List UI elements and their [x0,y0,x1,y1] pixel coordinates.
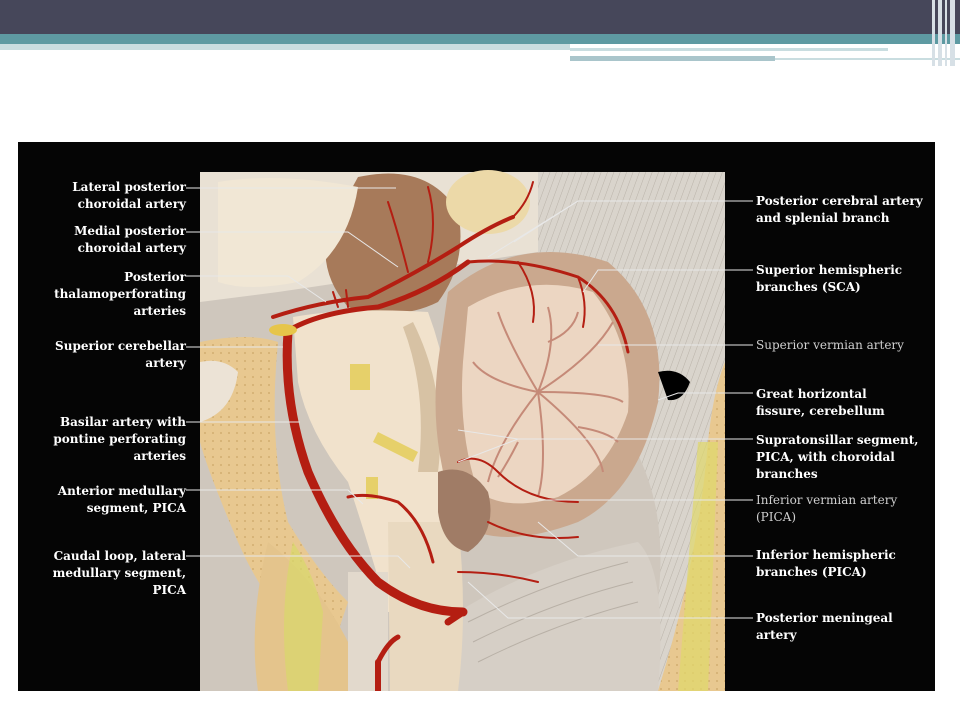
pineal-region [446,170,530,234]
cerebellar-tonsil [438,469,491,552]
arbor-vitae [472,306,624,498]
slide-accent-band [0,34,960,44]
anatomy-illustration [186,170,753,691]
corner-stripes-decoration [928,0,960,66]
cranial-nerve [350,364,370,390]
leader-lines [186,187,753,619]
label-supratonsillar-segment: Supratonsillar segment, PICA, with choro… [756,433,919,481]
arteries [271,181,630,691]
label-caudal-loop: Caudal loop, lateral medullary segment, … [52,549,186,597]
thalamus [325,173,461,314]
slide-accent-line [0,44,570,50]
pica-medullary [346,493,435,564]
superior-cerebellar-artery [283,259,471,335]
label-anterior-medullary: Anterior medullary segment, PICA [57,484,186,515]
anatomy-figure: Lateral posterior choroidal artery Media… [18,142,935,691]
label-superior-cerebellar: Superior cerebellar artery [55,339,186,370]
label-inferior-hemispheric: Inferior hemispheric branches (PICA) [756,548,896,579]
suboccipital-muscles [458,542,661,691]
slide-accent-line [570,56,775,61]
label-superior-hemispheric: Superior hemispheric branches (SCA) [756,263,903,294]
slide-accent-line [775,58,960,60]
label-posterior-thalamoperforating: Posterior thalamoperforating arteries [54,270,186,318]
label-great-horizontal-fissure: Great horizontal fissure, cerebellum [756,387,885,418]
label-inferior-vermian: Inferior vermian artery (PICA) [756,493,898,524]
label-medial-posterior-choroidal: Medial posterior choroidal artery [74,224,186,255]
slide-accent-line [570,48,888,51]
label-posterior-cerebral: Posterior cerebral artery and splenial b… [756,194,923,225]
posterior-cerebral-artery [271,215,515,319]
vertebral-basilar-artery [282,327,468,617]
cerebellar-cortex [462,284,629,504]
oculomotor-nerve [269,324,297,336]
label-posterior-meningeal: Posterior meningeal artery [756,611,893,642]
label-basilar-artery: Basilar artery with pontine perforating … [53,415,186,463]
label-superior-vermian: Superior vermian artery [756,338,904,352]
slide-header-band [0,0,960,34]
label-lateral-posterior-choroidal: Lateral posterior choroidal artery [72,180,186,211]
bone-marrow [678,442,718,691]
